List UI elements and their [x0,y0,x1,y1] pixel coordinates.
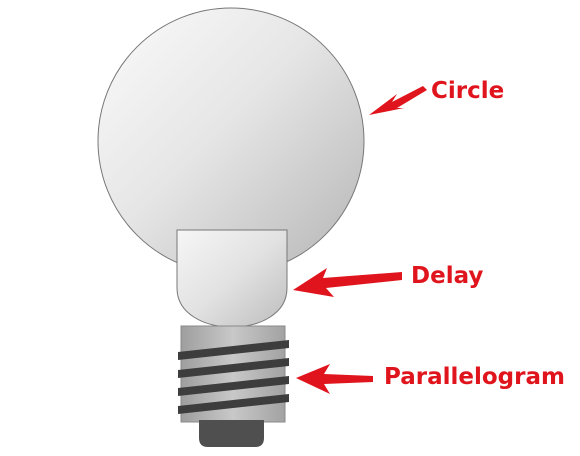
thread-stripe-4 [178,394,289,414]
delay-label: Delay [411,263,483,289]
bulb-neck-delay-shape [176,229,288,328]
parallelogram-label: Parallelogram [384,364,565,390]
thread-stripe-1 [178,340,289,360]
bulb-cap [199,420,264,447]
thread-stripes [178,340,289,414]
parallelogram-arrow-icon [296,364,373,394]
circle-arrow-icon [369,86,427,115]
thread-stripe-2 [178,358,289,378]
circle-label: Circle [431,78,504,104]
thread-stripe-3 [178,376,289,396]
delay-arrow-icon [293,268,402,297]
